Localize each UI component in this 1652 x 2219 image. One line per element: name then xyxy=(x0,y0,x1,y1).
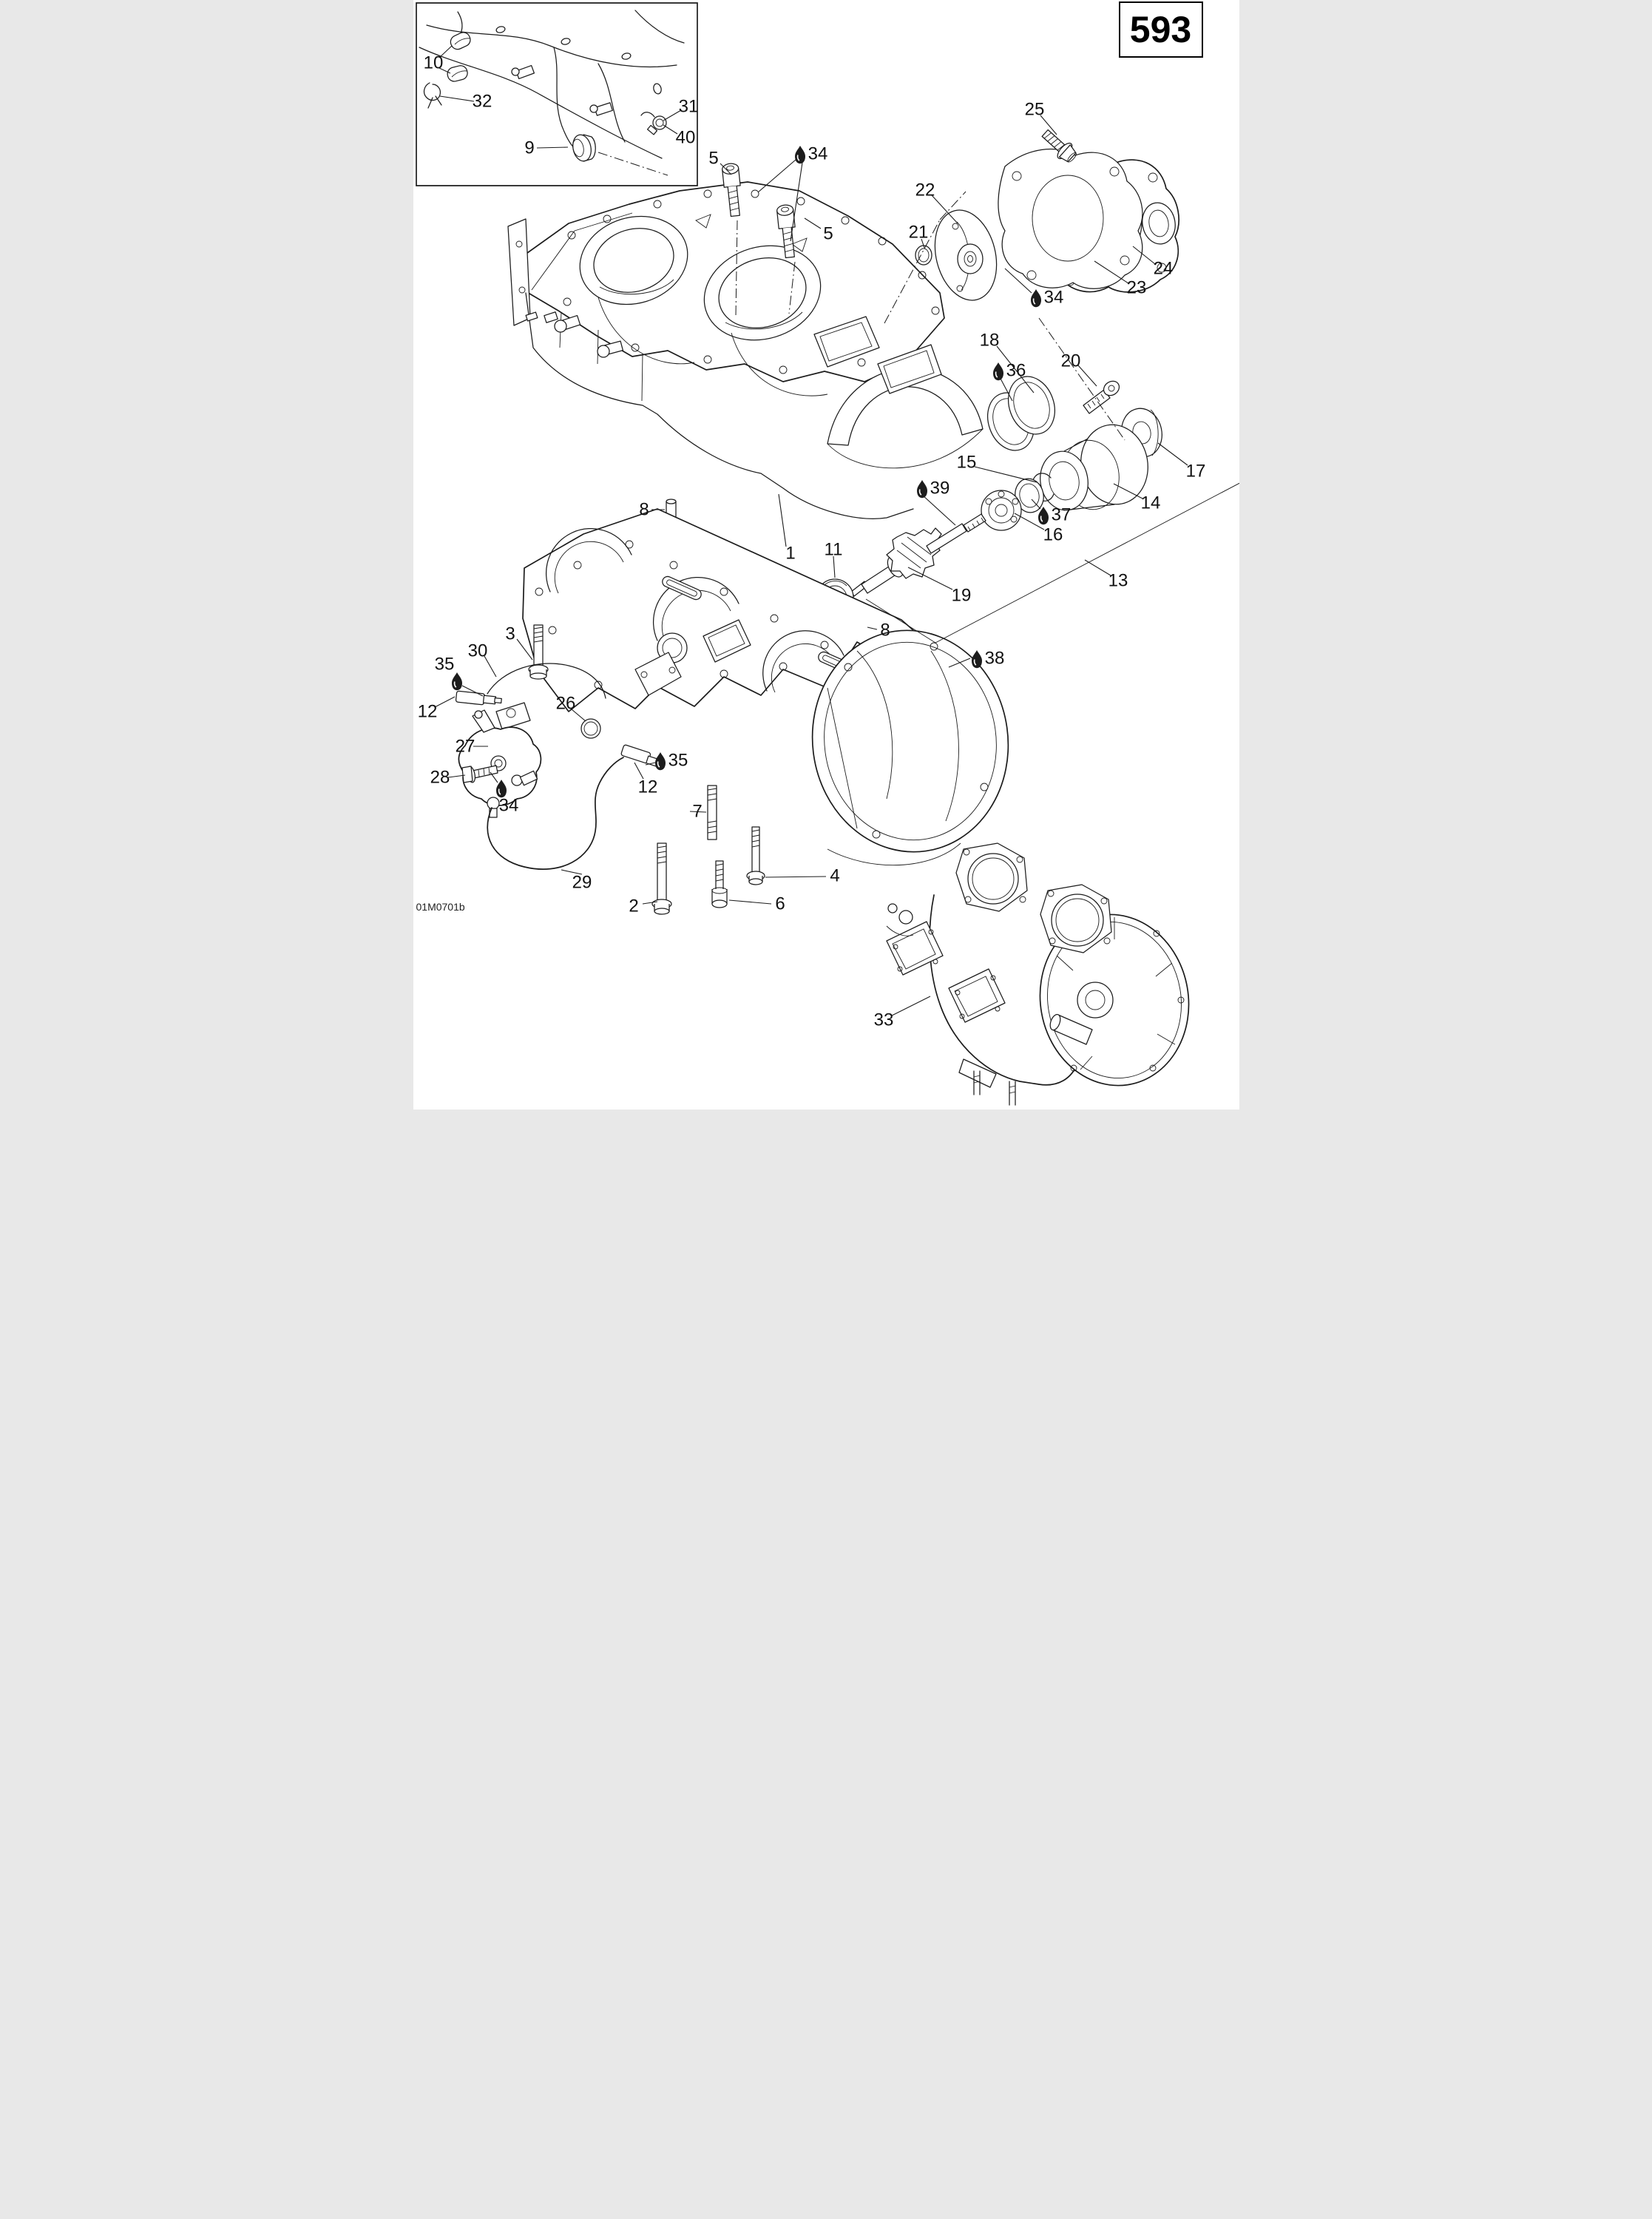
callout-33: 33 xyxy=(873,1010,893,1030)
water-pump-impeller xyxy=(926,203,1006,307)
flywheel-housing-plate xyxy=(798,618,1022,865)
leader-lines xyxy=(435,46,1188,1016)
rotary-valve-sleeve-14 xyxy=(1035,419,1154,514)
oil-drop-icon xyxy=(794,146,805,164)
spring-clip xyxy=(424,83,441,108)
callout-39: 39 xyxy=(930,479,949,499)
callout-35-a: 35 xyxy=(434,655,454,675)
assembled-engine-33 xyxy=(887,843,1202,1105)
parts-diagram: 1032931405345252221242334183620171514393… xyxy=(413,0,1239,1110)
callout-22: 22 xyxy=(915,180,935,200)
oil-drop-icon xyxy=(992,362,1003,381)
o-ring-21 xyxy=(915,246,932,265)
water-pump-gasket xyxy=(998,149,1142,289)
callout-37: 37 xyxy=(1051,505,1071,525)
oil-hose-29 xyxy=(487,757,623,869)
callout-6: 6 xyxy=(775,894,785,914)
oil-drop-icon xyxy=(451,672,462,691)
callout-18: 18 xyxy=(979,331,999,351)
drain-fitting xyxy=(598,341,623,357)
callout-30: 30 xyxy=(467,641,487,661)
oil-drop-icon xyxy=(495,780,507,798)
hex-flange-bolt-4 xyxy=(747,827,765,885)
callout-36: 36 xyxy=(1006,361,1026,381)
callout-28: 28 xyxy=(430,768,450,788)
callout-31: 31 xyxy=(678,97,698,117)
oil-pump-27 xyxy=(458,703,541,817)
socket-screw xyxy=(721,163,742,217)
callout-34-a: 34 xyxy=(808,144,827,164)
oil-hose-30 xyxy=(487,663,606,698)
rubber-cap xyxy=(446,64,469,83)
oil-drop-icon xyxy=(654,752,666,771)
hose-nipple xyxy=(590,103,612,115)
callout-15: 15 xyxy=(956,453,976,473)
callout-21: 21 xyxy=(908,223,928,243)
callout-11: 11 xyxy=(824,540,842,560)
callout-5-a: 5 xyxy=(708,149,718,169)
oil-drop-icon xyxy=(1030,289,1041,308)
callout-38: 38 xyxy=(984,649,1004,669)
callout-14: 14 xyxy=(1140,493,1160,513)
callout-5-b: 5 xyxy=(823,224,833,244)
water-pump-shaft-gear-19 xyxy=(851,514,986,596)
callout-27: 27 xyxy=(455,737,475,757)
callout-10: 10 xyxy=(423,53,443,73)
o-ring-26 xyxy=(581,719,600,738)
rubber-cap xyxy=(448,30,473,52)
hose-clamp xyxy=(641,112,666,135)
model-badge: 593 xyxy=(1118,1,1203,58)
stud-7 xyxy=(708,786,717,840)
hose-nipple xyxy=(512,66,534,79)
callout-26: 26 xyxy=(555,694,575,714)
oil-drop-icon xyxy=(916,480,927,499)
construction-lines xyxy=(736,192,1239,643)
socket-screw-20 xyxy=(1083,378,1122,413)
callout-40: 40 xyxy=(675,128,695,148)
callout-25: 25 xyxy=(1024,100,1044,120)
callout-3: 3 xyxy=(505,624,515,644)
callout-4: 4 xyxy=(830,866,839,886)
oil-injection-fitting xyxy=(456,691,501,705)
callout-1: 1 xyxy=(785,544,795,564)
hex-flange-bolt-25 xyxy=(1038,126,1080,166)
stud-3 xyxy=(529,625,548,679)
seal-rings-18 xyxy=(980,370,1063,457)
hex-flange-bolt-28 xyxy=(462,766,498,783)
callout-20: 20 xyxy=(1060,351,1080,371)
callout-12-b: 12 xyxy=(637,777,657,797)
lower-crankcase-half xyxy=(523,509,913,712)
callout-2: 2 xyxy=(629,896,638,916)
callout-35-b: 35 xyxy=(668,751,688,771)
hex-flange-bolt-2 xyxy=(652,843,671,914)
drain-fitting xyxy=(544,312,580,332)
model-number: 593 xyxy=(1129,9,1192,50)
ball-bearing-16 xyxy=(981,490,1021,530)
plug-cap xyxy=(570,133,595,163)
callout-13: 13 xyxy=(1108,571,1128,591)
flange-holes xyxy=(563,190,939,374)
socket-screw-6 xyxy=(712,861,727,908)
inset-detail-box xyxy=(416,3,697,186)
callout-32: 32 xyxy=(472,92,492,112)
callout-7: 7 xyxy=(692,802,702,822)
callout-8-a: 8 xyxy=(639,500,649,520)
callout-12-a: 12 xyxy=(417,702,437,722)
upper-crankcase-half xyxy=(508,182,983,519)
callout-19: 19 xyxy=(951,586,971,606)
drawing-code: 01M0701b xyxy=(416,901,465,913)
callout-16: 16 xyxy=(1043,525,1063,545)
callout-29: 29 xyxy=(572,873,592,893)
oil-drop-icon xyxy=(1037,507,1049,525)
callout-17: 17 xyxy=(1185,462,1205,482)
callout-9: 9 xyxy=(524,138,534,158)
callout-23: 23 xyxy=(1126,278,1146,298)
callout-34-b: 34 xyxy=(1043,288,1063,308)
oil-drop-icon xyxy=(971,650,982,669)
callout-24: 24 xyxy=(1153,259,1173,279)
callout-8-b: 8 xyxy=(880,621,890,641)
callout-34-c: 34 xyxy=(498,796,518,816)
